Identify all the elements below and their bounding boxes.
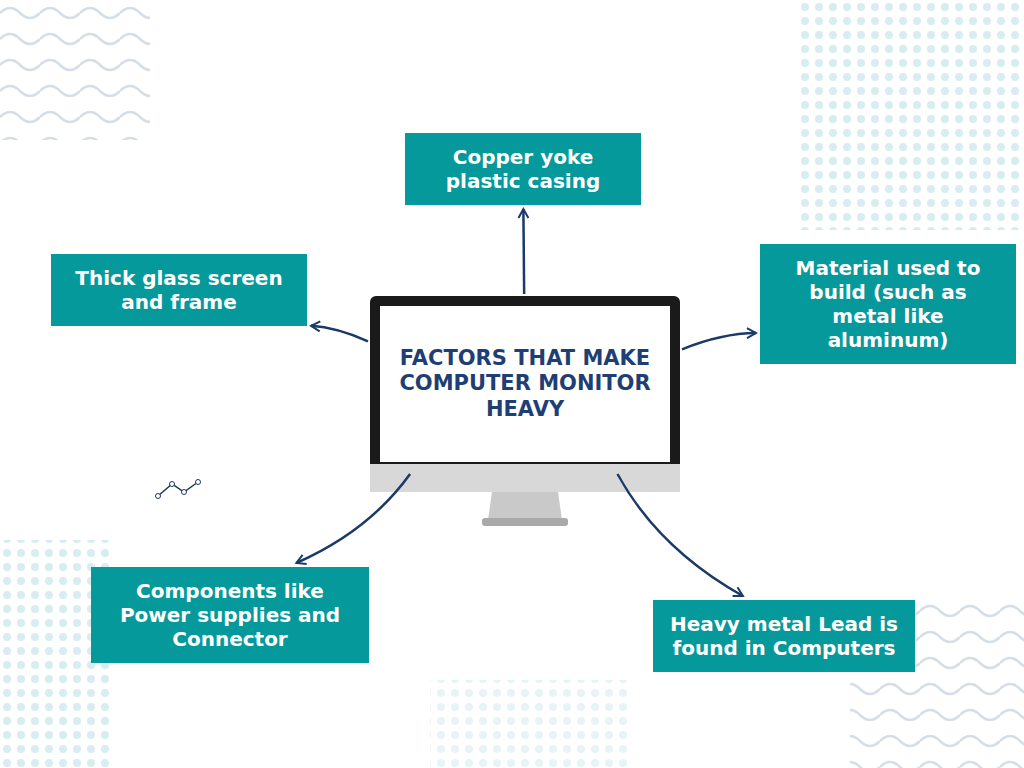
monitor-neck xyxy=(488,492,562,520)
monitor-base xyxy=(482,518,568,526)
zigzag-dot xyxy=(170,482,175,487)
factor-box: Material used to build (such as metal li… xyxy=(760,244,1016,364)
node-label: Components like Power supplies and Conne… xyxy=(105,579,355,651)
arrow-connector xyxy=(522,209,525,294)
monitor-screen xyxy=(380,306,670,462)
node-text-group: Copper yoke plastic casing xyxy=(419,145,627,193)
node-label: FACTORS THAT MAKE COMPUTER MONITOR HEAVY xyxy=(392,346,658,422)
monitor-title: FACTORS THAT MAKE COMPUTER MONITOR HEAVY xyxy=(380,306,670,462)
monitor-bezel xyxy=(370,296,680,492)
node-text-group: FACTORS THAT MAKE COMPUTER MONITOR HEAVY xyxy=(392,346,658,422)
node-text-group: Thick glass screen and frame xyxy=(65,266,293,314)
zigzag-dot xyxy=(156,494,161,499)
zigzag-dot xyxy=(182,490,187,495)
node-label: Heavy metal Lead is found in Computers xyxy=(667,612,901,660)
arrow-connector xyxy=(311,326,368,341)
wave-pattern xyxy=(0,0,150,140)
dot-pattern xyxy=(800,0,1024,230)
node-text-group: Heavy metal Lead is found in Computers xyxy=(667,612,901,660)
monitor-chin xyxy=(370,464,680,492)
arrow-connector xyxy=(682,333,756,349)
factor-box: Thick glass screen and frame xyxy=(51,254,307,326)
node-text-group: Components like Power supplies and Conne… xyxy=(105,579,355,651)
node-label: Thick glass screen and frame xyxy=(65,266,293,314)
factor-box: Heavy metal Lead is found in Computers xyxy=(653,600,915,672)
node-label: Copper yoke plastic casing xyxy=(419,145,627,193)
dot-pattern xyxy=(430,680,630,768)
arrow-connector xyxy=(618,474,743,596)
zigzag-dot xyxy=(196,480,201,485)
factor-box: Copper yoke plastic casing xyxy=(405,133,641,205)
arrow-connector xyxy=(296,474,410,563)
factor-box: Components like Power supplies and Conne… xyxy=(91,567,369,663)
zigzag-mark xyxy=(158,482,198,496)
node-label: Material used to build (such as metal li… xyxy=(774,256,1002,352)
node-text-group: Material used to build (such as metal li… xyxy=(774,256,1002,352)
